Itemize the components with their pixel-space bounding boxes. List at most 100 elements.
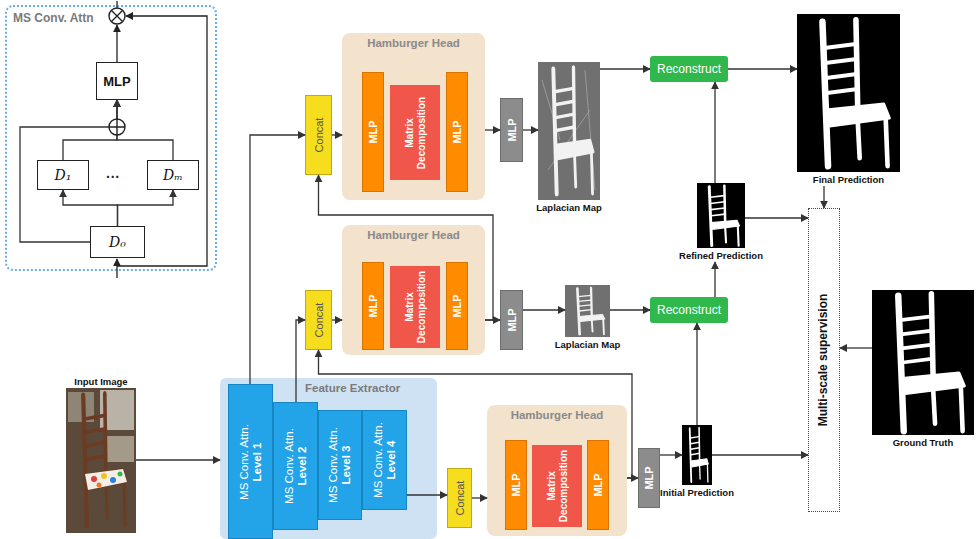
connector — [523, 309, 565, 310]
block-label: MLP — [367, 120, 380, 143]
box-label: D₀ — [109, 234, 126, 250]
image-tile: Laplacian Map — [565, 285, 610, 351]
image-caption: Refined Prediction — [679, 250, 763, 261]
connector — [118, 190, 174, 226]
conv-box: Dₘ — [147, 160, 199, 190]
mlp-wire — [116, 25, 117, 62]
panel-title: Feature Extractor — [305, 382, 400, 394]
prediction-image — [697, 183, 745, 248]
image-caption: Ground Truth — [893, 437, 954, 448]
connector — [728, 68, 797, 69]
block-label: Concat — [312, 118, 325, 153]
image-caption: Final Prediction — [813, 174, 884, 185]
attention-block: MS Conv. Attn.Level 4 — [362, 410, 407, 510]
mlp-bar: MLP — [362, 72, 384, 192]
photo-cushion — [85, 469, 127, 490]
connector — [745, 217, 808, 218]
rotated-label: Matrix Decomposition — [546, 449, 569, 523]
connector — [523, 129, 538, 130]
rotated-label: Matrix Decomposition — [404, 89, 427, 176]
block-label: MLP — [505, 308, 518, 331]
image-area — [538, 62, 600, 200]
supervision-box: Multi-scale supervision — [808, 208, 840, 512]
block-label: MLP — [592, 473, 605, 496]
panel-title: Hamburger Head — [367, 37, 460, 49]
image-caption: Input Image — [74, 376, 127, 387]
rotated-label: MLP — [451, 294, 464, 317]
image-area — [872, 290, 974, 435]
rotated-label: Multi-scale supervision — [817, 294, 831, 427]
mlp-bar: MLP — [446, 262, 468, 350]
caption-row: Ground Truth — [872, 435, 974, 449]
prediction-image — [682, 425, 712, 485]
connector — [696, 323, 697, 425]
connector — [485, 129, 500, 130]
image-area — [565, 285, 610, 337]
connector — [714, 82, 715, 183]
prediction-chair — [822, 20, 889, 166]
box-label: Reconstruct — [657, 303, 721, 317]
add-cross — [109, 119, 125, 135]
output-wire — [116, 1, 117, 8]
block-label: MLP — [367, 294, 380, 317]
cushion-dot — [118, 472, 123, 477]
connector — [472, 497, 487, 498]
prediction-image — [797, 14, 900, 172]
attention-block: MS Conv. Attn.Level 3 — [318, 410, 362, 520]
rotated-label: MS Conv. Attn.Level 4 — [371, 422, 397, 498]
image-caption: Laplacian Map — [536, 202, 601, 213]
laplacian-image — [538, 62, 600, 200]
caption-row: Refined Prediction — [697, 248, 745, 262]
add-symbol — [109, 119, 125, 135]
block-label: MLP — [505, 118, 518, 141]
box-label: Dₘ — [163, 167, 183, 183]
ground-truth-chair — [898, 294, 964, 431]
conv-box: D₀ — [90, 226, 145, 258]
prediction-chair — [709, 186, 739, 246]
connector — [712, 454, 808, 455]
connector — [63, 190, 118, 226]
block-label: Matrix Decomposition — [404, 270, 427, 344]
multiply-cross — [112, 11, 123, 22]
connector — [823, 186, 824, 208]
block-label: MLP — [451, 294, 464, 317]
level-number: Level 1 — [251, 424, 264, 500]
block-label: Matrix Decomposition — [404, 89, 427, 176]
rotated-label: Concat — [312, 118, 325, 153]
block-label: MS Conv. Attn. — [282, 428, 295, 504]
level-number: Level 3 — [340, 427, 353, 503]
module-panel: MS Conv. AttnMLPD₁DₘD₀ — [5, 5, 217, 271]
rotated-label: MS Conv. Attn.Level 2 — [282, 428, 308, 504]
rotated-label: MLP — [367, 120, 380, 143]
attention-block: MS Conv. Attn.Level 2 — [273, 402, 318, 530]
input-wire — [116, 259, 117, 278]
image-caption: Initial Prediction — [660, 487, 734, 498]
caption-row: Input Image — [66, 374, 136, 388]
ground-truth-image — [872, 290, 974, 435]
panel-title-row: Hamburger Head — [487, 409, 627, 421]
caption-row: Initial Prediction — [682, 485, 712, 499]
connector — [714, 262, 715, 297]
rotated-label: MLP — [505, 308, 518, 331]
mlp-bar: MLP — [362, 262, 384, 350]
panel-title: Hamburger Head — [367, 229, 460, 241]
image-tile: Ground Truth — [872, 290, 974, 449]
multiply-symbol — [109, 8, 125, 24]
connector — [136, 459, 220, 460]
attention-block: MS Conv. Attn.Level 1 — [228, 384, 273, 539]
block-label: MS Conv. Attn. — [327, 427, 340, 503]
rotated-label: MS Conv. Attn.Level 3 — [327, 427, 353, 503]
rotated-label: MLP — [367, 294, 380, 317]
reconstruct-box: Reconstruct — [650, 56, 728, 82]
conv-box: D₁ — [37, 160, 89, 190]
block-label: Matrix Decomposition — [546, 449, 569, 523]
decomposition-bar: Matrix Decomposition — [390, 266, 440, 348]
image-tile: Initial Prediction — [682, 425, 712, 499]
rotated-label: MLP — [510, 473, 523, 496]
rotated-label: MLP — [592, 473, 605, 496]
hamburger-panel: Hamburger HeadMLP Matrix Decomposition MLP — [487, 405, 627, 536]
cushion-dot — [101, 473, 107, 479]
rotated-label: Concat — [453, 481, 466, 516]
